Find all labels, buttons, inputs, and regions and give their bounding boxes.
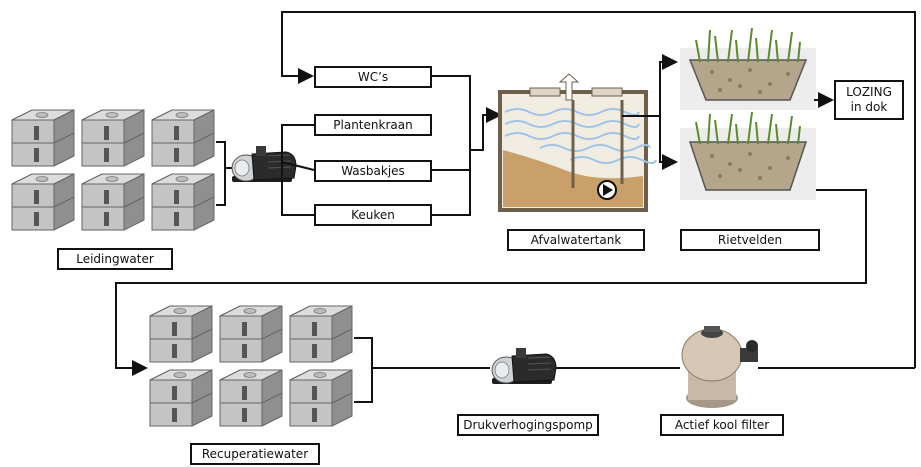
tank-stack-leidingwater: [11, 109, 215, 231]
tank-stack-recuperatiewater: [149, 305, 353, 427]
label-lozing: LOZING in dok: [834, 80, 904, 120]
label-recuperatiewater: Recuperatiewater: [190, 443, 320, 465]
label-actief-kool-filter: Actief kool filter: [660, 414, 784, 436]
label-leidingwater: Leidingwater: [57, 248, 173, 270]
label-plantenkraan: Plantenkraan: [314, 114, 432, 136]
label-lozing-line1: LOZING: [846, 85, 892, 99]
label-keuken: Keuken: [314, 204, 432, 226]
label-afvalwatertank: Afvalwatertank: [507, 229, 645, 251]
label-rietvelden: Rietvelden: [680, 229, 820, 251]
drukverhogingspomp-icon: [491, 347, 557, 385]
wastewater-tank-icon: [498, 73, 657, 212]
label-lozing-line2: in dok: [850, 100, 888, 114]
reed-bed-top-icon: [680, 27, 816, 110]
label-drukverhogingspomp: Drukverhogingspomp: [457, 414, 599, 436]
label-wcs: WC’s: [314, 66, 432, 88]
label-wasbakjes: Wasbakjes: [314, 160, 432, 182]
reed-bed-bottom-icon: [680, 111, 816, 200]
actief-kool-filter-icon: [681, 326, 758, 408]
